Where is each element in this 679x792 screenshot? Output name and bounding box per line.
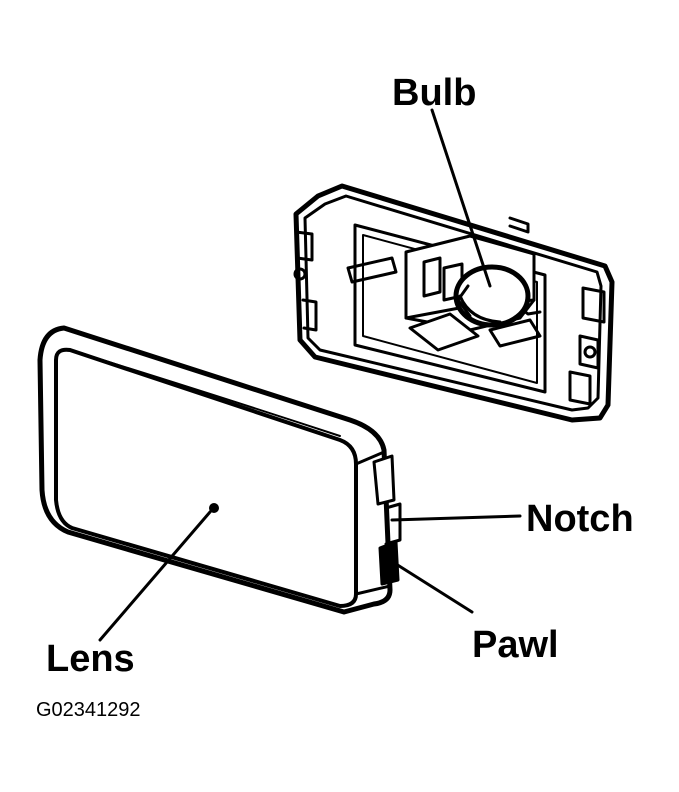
lamp-housing [293, 183, 615, 423]
notch-label: Notch [526, 498, 634, 540]
notch-leader-line [390, 514, 522, 522]
bulb-label: Bulb [392, 72, 477, 114]
lens-leader-line [98, 510, 212, 642]
pawl-label: Pawl [472, 624, 559, 666]
lens-label: Lens [46, 638, 135, 680]
bulb [453, 264, 531, 328]
leader-lines [98, 108, 522, 642]
pawl-leader-line [394, 562, 474, 614]
figure-code: G02341292 [36, 699, 141, 721]
bulb-leader-line [430, 108, 492, 288]
lens [37, 325, 402, 615]
